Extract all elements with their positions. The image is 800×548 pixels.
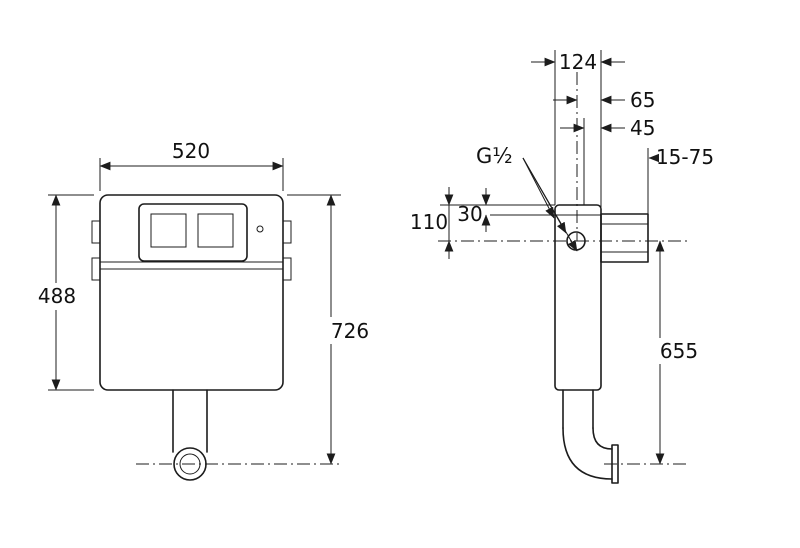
cistern-front-outline (99, 194, 284, 391)
dim-overall-height-label: 726 (331, 319, 369, 343)
dim-adjust-range-label: 15-75 (656, 145, 714, 169)
elbow-outer-curve (562, 427, 613, 480)
side-view-dimensions: 124 65 45 15-75 G½ 110 30 655 (410, 50, 714, 465)
panel-screw-hole (256, 225, 264, 233)
front-view-dimensions: 520 488 726 (33, 139, 374, 465)
side-view-drawing (438, 72, 688, 484)
mounting-tab-right-upper (282, 220, 292, 244)
flush-button-left (150, 213, 187, 248)
dim-inlet-offset-label: 65 (630, 88, 655, 112)
inlet-connection-box (600, 213, 649, 263)
dim-lid-depth-label: 30 (457, 202, 482, 226)
flush-panel-outline (138, 203, 248, 262)
thread-size-label: G½ (476, 144, 513, 168)
mounting-tab-left-lower (91, 257, 101, 281)
flush-button-right (197, 213, 234, 248)
dim-body-height-label: 488 (38, 284, 76, 308)
dim-top-to-inlet-label: 110 (410, 210, 448, 234)
mounting-tab-left-upper (91, 220, 101, 244)
front-view-drawing (91, 194, 341, 481)
dim-depth-label: 124 (559, 50, 597, 74)
elbow-inner-curve (592, 427, 613, 450)
dim-front-offset-label: 45 (630, 116, 655, 140)
cistern-side-outline (554, 204, 602, 391)
dim-width-label: 520 (172, 139, 210, 163)
dim-inlet-to-outlet-label: 655 (660, 339, 698, 363)
mounting-tab-right-lower (282, 257, 292, 281)
